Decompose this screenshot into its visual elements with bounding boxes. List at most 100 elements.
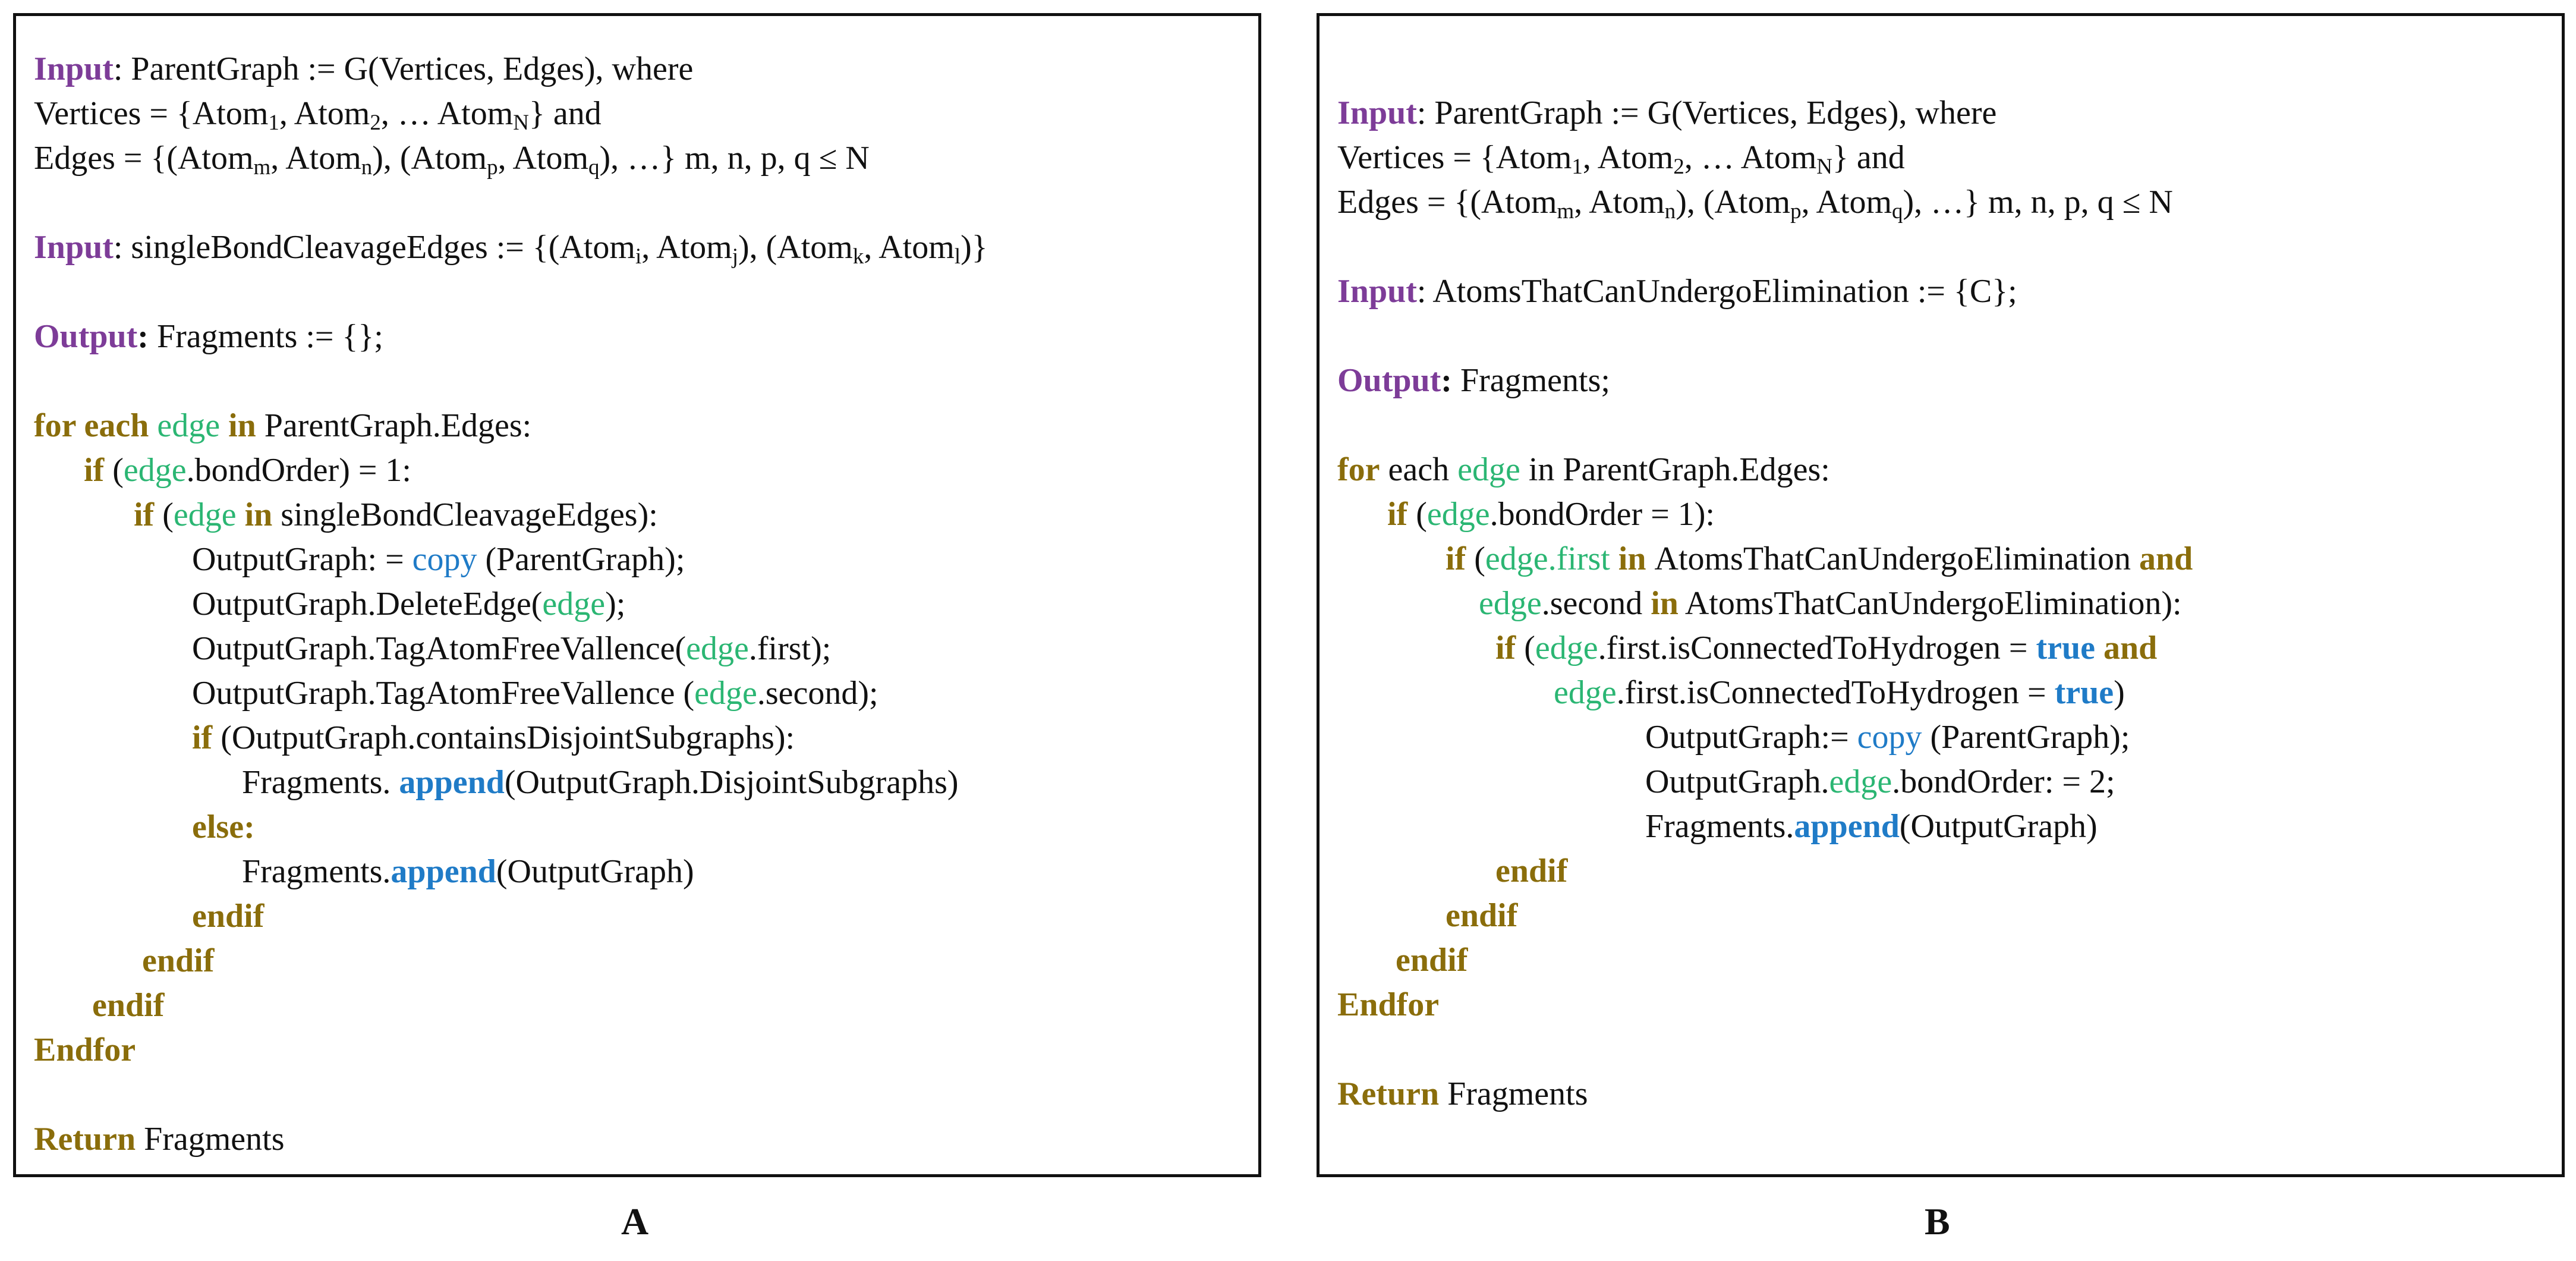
code-token: (OutputGraph): [1899, 808, 2098, 845]
code-token: ), (Atom: [738, 229, 853, 266]
code-token: Fragments.: [34, 764, 399, 801]
code-subscript: 2: [1673, 154, 1684, 179]
code-line: Edges = {(Atomm, Atomn), (Atomp, Atomq),…: [1337, 180, 2193, 225]
code-line: [1337, 403, 2193, 448]
code-line: for each edge in ParentGraph.Edges:: [1337, 448, 2193, 492]
code-token: .second: [1541, 585, 1651, 622]
code-line: for each edge in ParentGraph.Edges:: [34, 404, 988, 448]
code-token: and: [2103, 630, 2158, 666]
code-token: append: [391, 853, 496, 890]
code-token: Vertices = {Atom: [34, 95, 269, 132]
code-line: Return Fragments: [1337, 1072, 2193, 1117]
code-token: Fragments: [1439, 1076, 1588, 1112]
code-line: [1337, 314, 2193, 359]
code-token: endif: [1446, 897, 1518, 934]
code-token: (: [1516, 630, 1535, 666]
code-token: Input: [1337, 95, 1417, 131]
code-line: if (edge.bondOrder) = 1:: [34, 448, 988, 493]
code-subscript: 1: [1572, 154, 1583, 179]
code-token: edge: [1426, 496, 1490, 533]
code-line: endif: [1337, 894, 2193, 938]
code-token: and: [2139, 540, 2193, 577]
code-token: (OutputGraph): [496, 853, 694, 890]
code-token: OutputGraph:=: [1337, 719, 1857, 756]
code-token: for: [1337, 451, 1380, 488]
code-line: Edges = {(Atomm, Atomn), (Atomp, Atomq),…: [34, 136, 988, 181]
code-token: if: [1495, 630, 1516, 666]
code-token: append: [399, 764, 505, 801]
code-subscript: 2: [370, 110, 381, 135]
code-token: [1337, 585, 1479, 622]
code-line: [1337, 225, 2193, 269]
code-line: Fragments.append(OutputGraph): [34, 850, 988, 894]
code-line: Endfor: [34, 1028, 988, 1073]
code-token: Return: [1337, 1076, 1440, 1112]
code-token: : ParentGraph := G(Vertices, Edges), whe…: [113, 51, 694, 87]
code-token: if: [1387, 496, 1408, 533]
code-line: endif: [34, 983, 988, 1028]
code-subscript: p: [487, 155, 498, 180]
code-token: } and: [1832, 139, 1905, 176]
code-token: [1337, 942, 1396, 979]
code-token: (: [1466, 540, 1485, 577]
code-token: edge: [1479, 585, 1542, 622]
code-token: OutputGraph.DeleteEdge(: [34, 586, 543, 622]
code-token: singleBondCleavageEdges):: [281, 496, 658, 533]
code-line: [34, 270, 988, 315]
code-line: OutputGraph.DeleteEdge(edge);: [34, 582, 988, 627]
code-token: Fragments := {};: [148, 318, 383, 355]
code-token: endif: [1396, 942, 1468, 979]
code-token: , Atom: [641, 229, 732, 266]
code-line: if (edge.bondOrder = 1):: [1337, 492, 2193, 537]
code-token: Fragments;: [1451, 362, 1610, 399]
code-subscript: p: [1790, 199, 1802, 224]
code-token: Endfor: [1337, 986, 1440, 1023]
code-line: Vertices = {Atom1, Atom2, … AtomN} and: [34, 92, 988, 136]
code-line: else:: [34, 805, 988, 850]
code-token: edge: [686, 630, 749, 667]
code-line: if (edge in singleBondCleavageEdges):: [34, 493, 988, 537]
code-line: Input: ParentGraph := G(Vertices, Edges)…: [1337, 91, 2193, 136]
code-token: Output: [34, 318, 138, 355]
code-token: OutputGraph.TagAtomFreeVallence(: [34, 630, 686, 667]
code-token: , … Atom: [1684, 139, 1817, 176]
code-token: .bondOrder) = 1:: [186, 452, 411, 489]
code-token: , … Atom: [380, 95, 514, 132]
code-token: edge: [694, 675, 757, 712]
code-token: if: [1446, 540, 1466, 577]
code-token: OutputGraph.: [1337, 763, 1829, 800]
code-token: edge: [542, 586, 606, 622]
code-token: AtomsThatCanUndergoElimination: [1654, 540, 2140, 577]
code-token: [1337, 897, 1446, 934]
code-token: ), (Atom: [372, 140, 487, 177]
code-token: (: [1407, 496, 1427, 533]
code-token: .bondOrder: = 2;: [1892, 763, 2115, 800]
code-token: else:: [192, 809, 255, 845]
pseudocode-block-b: Input: ParentGraph := G(Vertices, Edges)…: [1337, 91, 2193, 1117]
algorithm-panel-a: Input: ParentGraph := G(Vertices, Edges)…: [13, 13, 1261, 1177]
code-token: edge: [1457, 451, 1520, 488]
code-token: true: [2036, 630, 2095, 666]
code-token: (ParentGraph);: [1922, 719, 2130, 756]
code-line: Fragments.append(OutputGraph): [1337, 804, 2193, 849]
code-line: OutputGraph.TagAtomFreeVallence(edge.fir…: [34, 627, 988, 671]
code-token: Fragments: [136, 1121, 285, 1158]
code-token: each: [1380, 451, 1458, 488]
code-subscript: N: [1816, 154, 1832, 179]
algorithm-panel-b: Input: ParentGraph := G(Vertices, Edges)…: [1317, 13, 2565, 1177]
code-line: Endfor: [1337, 983, 2193, 1027]
code-token: Fragments.: [34, 853, 391, 890]
code-token: in: [1651, 585, 1679, 622]
code-token: } and: [528, 95, 602, 132]
code-token: ParentGraph.Edges:: [264, 407, 532, 444]
panel-label-a: A: [621, 1200, 649, 1243]
code-token: ), …} m, n, p, q ≤ N: [1903, 184, 2173, 221]
code-token: .second);: [757, 675, 878, 712]
code-token: edge: [1554, 674, 1617, 711]
code-token: Fragments.: [1337, 808, 1794, 845]
code-token: true: [2054, 674, 2114, 711]
code-subscript: q: [588, 155, 600, 180]
code-token: (: [104, 452, 124, 489]
code-token: Edges = {(Atom: [1337, 184, 1557, 221]
code-line: Output: Fragments := {};: [34, 315, 988, 359]
